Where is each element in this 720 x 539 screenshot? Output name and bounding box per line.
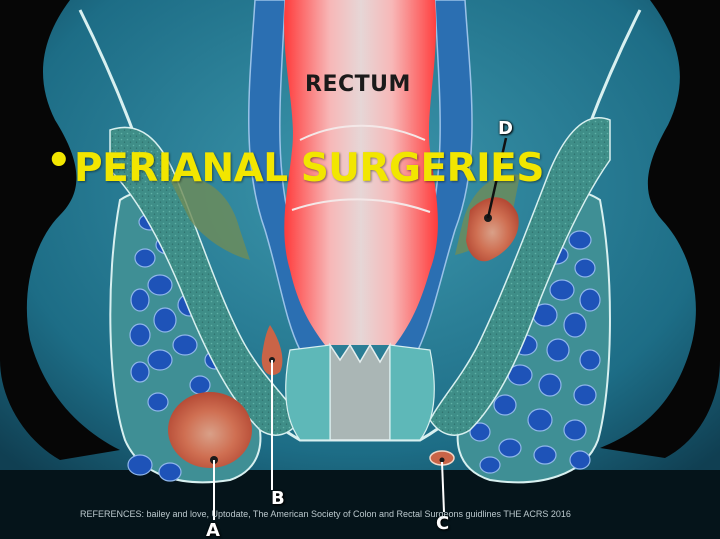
- title-bullet: •: [46, 138, 72, 184]
- leader-line-d: [486, 137, 508, 219]
- abscess-a: [168, 392, 252, 468]
- leader-line-c: [441, 461, 445, 513]
- left-bone: [0, 0, 120, 460]
- right-bone: [600, 0, 720, 458]
- rectal-fold-upper: [299, 124, 426, 141]
- marker-label-b: B: [271, 488, 285, 509]
- slide-title: PERIANAL SURGERIES: [74, 146, 544, 191]
- rectal-fold-lower: [291, 198, 431, 213]
- references-footer: REFERENCES: bailey and love, Uptodate, T…: [80, 509, 571, 519]
- rectal-lumen: [284, 0, 438, 345]
- abscess-d: [466, 197, 519, 262]
- marker-label-a: A: [206, 520, 220, 539]
- internal-sphincter-left: [285, 344, 331, 441]
- anal-canal: [329, 342, 391, 441]
- internal-sphincter-right: [389, 344, 435, 441]
- bottom-shadow: [0, 470, 720, 539]
- marker-label-d: D: [498, 118, 513, 139]
- rectum-label: RECTUM: [305, 72, 411, 97]
- abscess-b: [261, 325, 283, 376]
- marker-dot-c: [439, 457, 445, 463]
- marker-label-c: C: [436, 513, 450, 534]
- left-supralevator-space: [170, 177, 250, 260]
